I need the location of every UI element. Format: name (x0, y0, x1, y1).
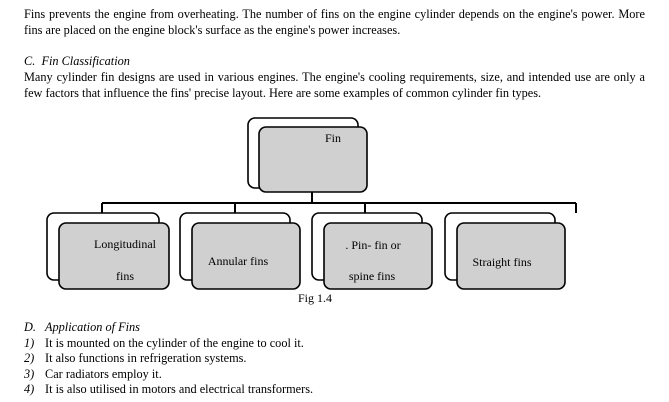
section-d-title: Application of Fins (45, 320, 140, 334)
list-item-number: 3) (24, 366, 35, 381)
list-item-number: 4) (24, 382, 35, 397)
diagram-root-label: Fin (325, 131, 341, 145)
diagram-root-node: Fin (247, 117, 368, 193)
diagram-node-3-line2: spine fins (349, 269, 396, 283)
section-c-heading: C. Fin Classification (24, 53, 130, 69)
diagram-node-2-line1: Annular fins (208, 254, 269, 268)
diagram-node-1-line1: Longitudinal (94, 237, 157, 251)
diagram-node-3-line1: . Pin- fin or (345, 238, 400, 252)
diagram-node-straight-fins: Straight fins (444, 212, 566, 290)
figure-caption: Fig 1.4 (298, 291, 332, 305)
list-item: 2) It also functions in refrigeration sy… (24, 351, 313, 367)
list-item-text: It is also utilised in motors and electr… (45, 382, 314, 397)
list-item-number: 2) (24, 351, 35, 366)
diagram-node-pin-fins: . Pin- fin or spine fins (311, 212, 433, 290)
list-item: 3) Car radiators employ it. (24, 367, 313, 383)
intro-paragraph: Fins prevents the engine from overheatin… (24, 7, 645, 37)
diagram-node-1-line2: fins (116, 269, 134, 283)
section-c-title: Fin Classification (41, 54, 130, 68)
list-item: 4) It is also utilised in motors and ele… (24, 382, 313, 398)
diagram-node-longitudinal-fins: Longitudinal fins (46, 212, 170, 290)
section-d: D. Application of Fins 1) It is mounted … (24, 320, 313, 398)
section-c-paragraph: Many cylinder fin designs are used in va… (24, 70, 645, 100)
diagram-node-4-line1: Straight fins (473, 255, 532, 269)
diagram-node-annular-fins: Annular fins (179, 212, 301, 290)
list-item-text: It is mounted on the cylinder of the eng… (45, 335, 304, 350)
section-d-heading: D. Application of Fins (24, 320, 313, 336)
diagram-connectors (101, 192, 577, 213)
list-item-text: Car radiators employ it. (45, 366, 162, 381)
list-item-number: 1) (24, 335, 35, 350)
list-item-text: It also functions in refrigeration syste… (45, 351, 247, 366)
section-c-number: C. (24, 54, 36, 68)
section-d-number: D. (24, 320, 36, 334)
list-item: 1) It is mounted on the cylinder of the … (24, 336, 313, 352)
